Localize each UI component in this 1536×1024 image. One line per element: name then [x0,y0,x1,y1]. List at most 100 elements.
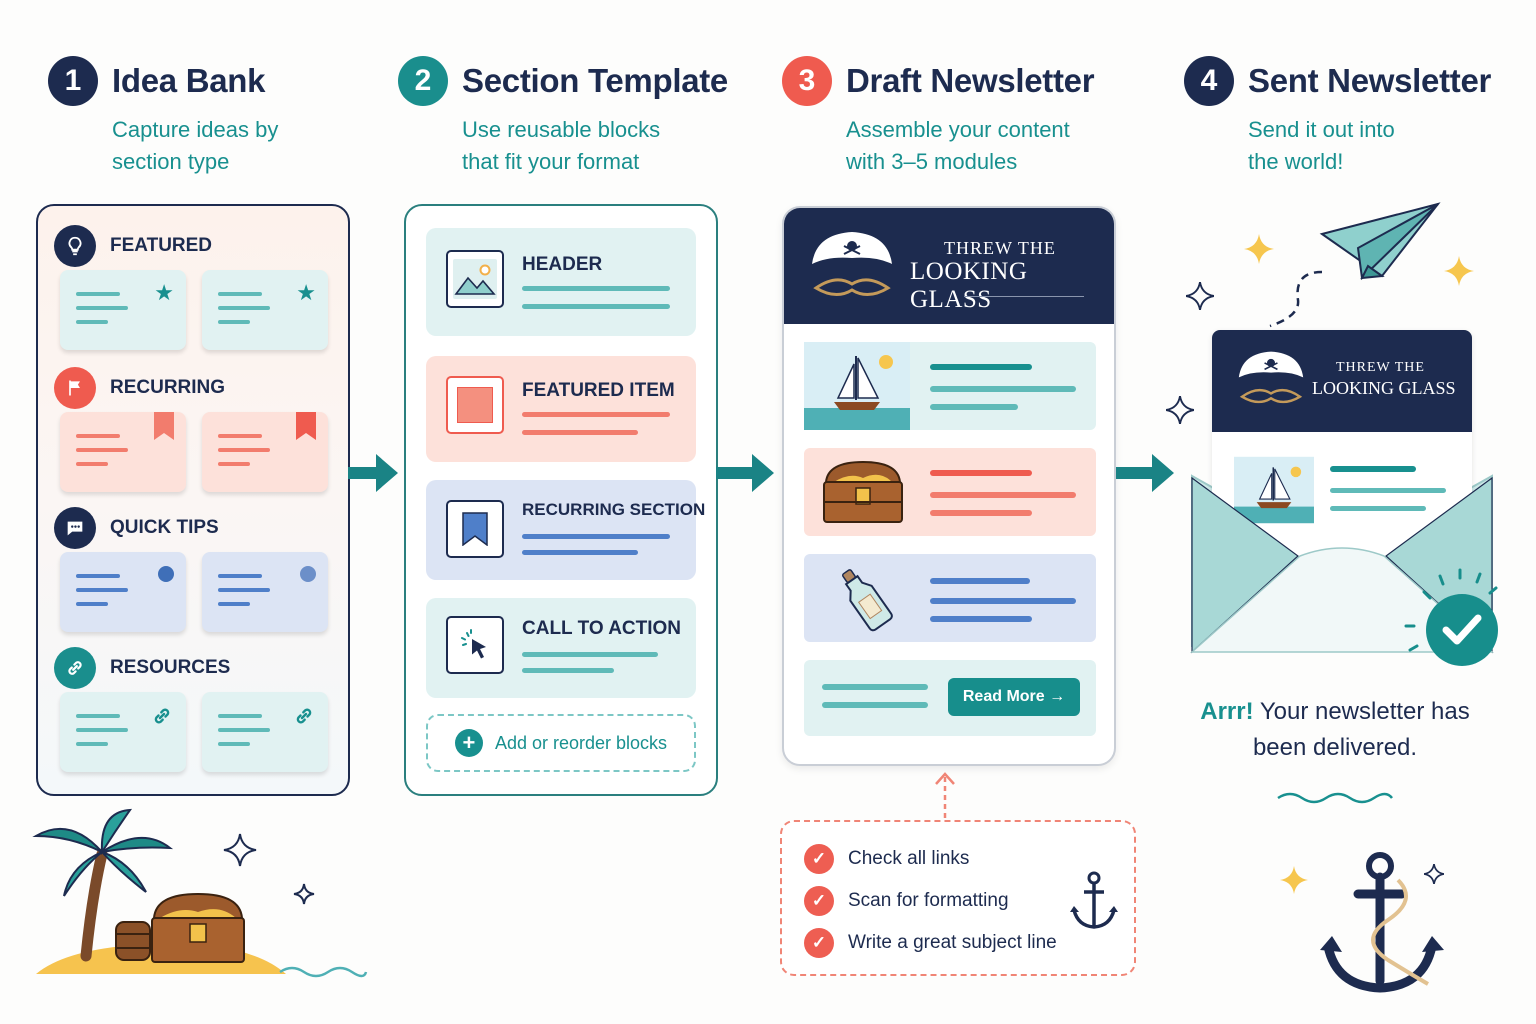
sailboat-icon [1234,456,1314,524]
bookmark-icon [154,412,174,440]
idea-card[interactable] [60,412,186,492]
anchor-icon [1070,871,1118,929]
template-block-header[interactable]: HEADER [426,228,696,336]
check-icon: ✓ [804,928,834,958]
checklist-item[interactable]: ✓ Write a great subject line [804,928,1057,958]
arrow-right-icon [716,454,774,492]
category-recurring[interactable]: RECURRING [54,366,225,410]
newsletter-header: THREW THE LOOKING GLASS [1212,330,1472,432]
step-number: 1 [48,56,98,106]
step-subtitle: Use reusable blocks that fit your format [462,117,661,174]
sent-newsletter-card[interactable]: THREW THE LOOKING GLASS [1212,330,1472,560]
step-subtitle: Send it out into the world! [1248,117,1395,174]
category-resources[interactable]: RESOURCES [54,646,230,690]
block-title: FEATURED ITEM [522,380,675,401]
newsletter-title-line1: THREW THE [1336,360,1425,375]
pirate-hat-icon [1238,351,1304,404]
read-more-button[interactable]: Read More → [948,678,1080,716]
newsletter-module[interactable] [804,342,1096,430]
cta-module: Read More → [804,660,1096,736]
newsletter-module[interactable] [804,554,1096,642]
section-template-panel: HEADER FEATURED ITEM RECURRING SECTION C… [404,204,718,796]
idea-card[interactable] [60,552,186,632]
block-title: CALL TO ACTION [522,618,682,639]
newsletter-title-line1: THREW THE [944,238,1056,258]
arrow-right-icon [1116,454,1174,492]
check-icon: ✓ [804,844,834,874]
link-icon [296,708,312,724]
newsletter-module[interactable] [804,448,1096,536]
delivered-text: Your newsletter has been delivered. [1252,698,1470,761]
block-title: RECURRING SECTION [522,500,706,519]
pirate-hat-icon [812,232,892,296]
idea-card[interactable]: ★ [202,270,328,350]
message-bottle-icon [842,569,893,632]
category-featured[interactable]: FEATURED [54,224,212,268]
step-title: Section Template [462,62,728,99]
category-label: QUICK TIPS [110,517,219,538]
block-title: HEADER [522,254,603,275]
sparkle-icon [1186,282,1214,310]
draft-newsletter-panel: THREW THE LOOKING GLASS [782,206,1116,766]
add-reorder-blocks-button[interactable]: + Add or reorder blocks [426,714,696,772]
check-icon: ✓ [804,886,834,916]
category-label: RESOURCES [110,657,231,678]
star-icon: ★ [154,280,174,305]
sparkle-icon [1244,234,1274,264]
idea-card[interactable] [202,692,328,772]
link-icon [154,708,170,724]
idea-card[interactable] [202,552,328,632]
newsletter-title-line2: LOOKING GLASS [910,258,1028,313]
sparkle-icon [1166,396,1194,424]
cursor-icon [446,616,504,674]
dot-icon [158,566,174,582]
template-block-recurring-section[interactable]: RECURRING SECTION [426,480,705,580]
arrow-up-icon [935,772,955,818]
checklist-label: Check all links [848,848,970,869]
lightbulb-icon [54,225,96,267]
step-title: Draft Newsletter [846,62,1095,99]
idea-card[interactable] [202,412,328,492]
template-block-featured-item[interactable]: FEATURED ITEM [426,356,696,462]
delivered-message: Arrr! Your newsletter has been delivered… [1190,694,1480,766]
step-subtitle: Capture ideas by section type [112,117,279,174]
template-block-call-to-action[interactable]: CALL TO ACTION [426,598,696,698]
category-label: FEATURED [110,235,213,256]
delivered-prefix: Arrr! [1200,698,1254,725]
step-number: 4 [1184,56,1234,106]
image-icon [446,250,504,308]
idea-bank-panel: FEATURED ★ ★ RECURRING QUICK TIPS [36,204,350,796]
bookmark-icon [296,412,316,440]
sailboat-icon [804,342,910,430]
chat-icon [54,507,96,549]
sparkle-icon [1424,864,1444,884]
add-label: Add or reorder blocks [494,732,668,753]
idea-card[interactable] [60,692,186,772]
wave-divider [1277,792,1393,804]
step-title: Idea Bank [112,62,266,99]
checklist-item[interactable]: ✓ Scan for formatting [804,886,1009,916]
plus-icon: + [454,729,483,757]
category-label: RECURRING [110,377,226,398]
step-number: 3 [782,56,832,106]
treasure-island-illustration [32,808,368,978]
treasure-chest-icon [823,460,903,523]
anchor-rope-icon [1320,852,1444,993]
flag-icon [54,367,96,409]
category-quick-tips[interactable]: QUICK TIPS [54,506,219,550]
newsletter-title-line2: LOOKING GLASS [1312,378,1456,398]
checklist-item[interactable]: ✓ Check all links [804,844,969,874]
step-title: Sent Newsletter [1248,62,1492,99]
sparkle-icon [1444,256,1474,286]
pre-send-checklist: ✓ Check all links ✓ Scan for formatting … [780,820,1136,976]
bookmark-icon [446,500,504,558]
checklist-label: Scan for formatting [848,890,1009,911]
star-icon: ★ [296,280,316,305]
dot-icon [300,566,316,582]
checklist-label: Write a great subject line [848,932,1057,953]
idea-card[interactable]: ★ [60,270,186,350]
sparkle-icon [1280,866,1308,894]
step-number: 2 [398,56,448,106]
square-icon [446,376,504,434]
newsletter-header: THREW THE LOOKING GLASS [784,208,1114,324]
